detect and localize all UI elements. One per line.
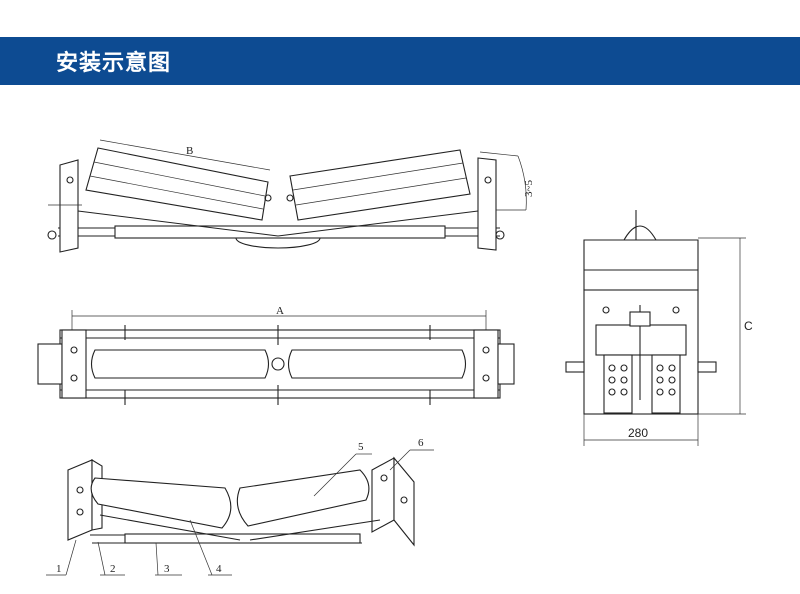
left-end-bracket (37, 343, 63, 385)
left-bracket (59, 159, 79, 253)
top-left-roller (90, 349, 270, 379)
side-plate-top (583, 239, 699, 291)
center-hub (271, 357, 285, 371)
side-view: C 280 (565, 210, 753, 446)
right-roller (289, 149, 471, 221)
dimension-label-angle: 3~5 (523, 180, 535, 197)
top-view: A (37, 305, 515, 405)
callout-6: 6 (418, 437, 424, 449)
dimension-label-b: B (186, 145, 193, 157)
iso-right-roller (236, 469, 370, 527)
top-right-roller (287, 349, 467, 379)
right-end-bracket (473, 329, 499, 399)
iso-left-bracket (67, 459, 93, 541)
dimension-label-c: C (744, 319, 753, 333)
callout-4: 4 (216, 563, 222, 575)
iso-view: 1 2 3 4 5 6 (46, 437, 434, 576)
header-bar: 安装示意图 (0, 37, 800, 85)
front-view: B 3~5 (47, 139, 535, 253)
side-roller (623, 225, 657, 241)
iso-left-roller (90, 477, 232, 529)
callout-3: 3 (164, 563, 170, 575)
callout-1: 1 (56, 563, 62, 575)
page-title: 安装示意图 (56, 51, 172, 76)
left-roller (85, 147, 269, 221)
dimension-line-b (99, 139, 271, 171)
callout-2: 2 (110, 563, 116, 575)
callout-5: 5 (358, 441, 364, 453)
dimension-label-280: 280 (628, 426, 648, 440)
dimension-label-a: A (276, 305, 284, 317)
right-bracket (477, 157, 497, 251)
